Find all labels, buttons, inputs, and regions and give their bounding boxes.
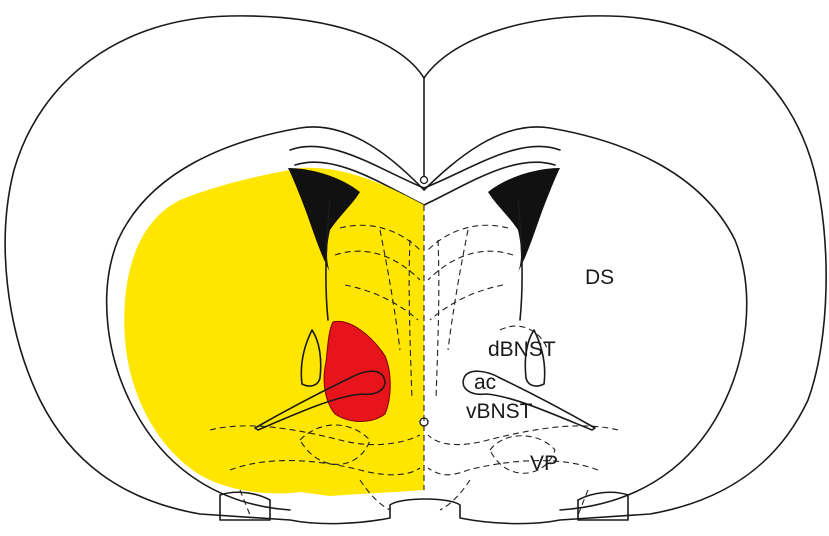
- label-ac: ac: [474, 371, 496, 394]
- label-vp: VP: [530, 452, 558, 475]
- label-ds: DS: [585, 266, 614, 289]
- label-vbnst: vBNST: [466, 400, 533, 423]
- label-dbnst: dBNST: [488, 338, 556, 361]
- lateral-ventricle-right: [488, 168, 560, 272]
- highlighted-left-region: [124, 168, 424, 496]
- cortex-inner-boundary-right: [424, 127, 747, 510]
- midline-marker-top: [421, 177, 428, 184]
